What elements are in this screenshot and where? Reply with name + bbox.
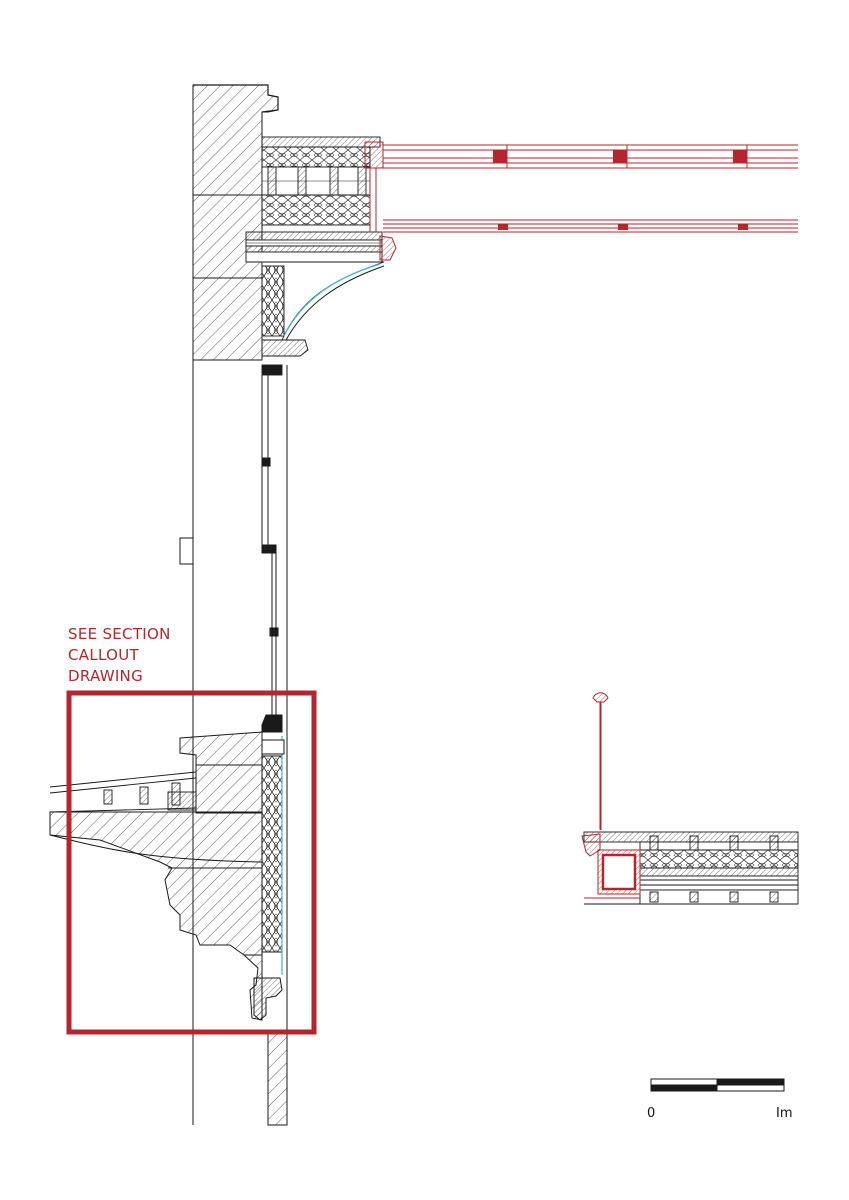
scale-bar [650,1078,785,1092]
window-frame [261,375,283,733]
sill-detail [49,731,285,1021]
secondary-section [581,692,799,905]
deck [49,771,197,813]
callout-line-1: SEE SECTION [68,625,171,643]
scale-label-end: Im [776,1106,793,1121]
callout-line-3: DRAWING [68,667,144,685]
wall-fixture [179,537,194,565]
roof-assembly [245,136,385,376]
callout-line-2: CALLOUT [68,646,139,664]
callout-frame [66,690,317,1035]
scale-label-start: 0 [647,1106,656,1121]
steel-roof-frame [364,141,798,261]
callout-label: SEE SECTION CALLOUT DRAWING [68,624,171,687]
